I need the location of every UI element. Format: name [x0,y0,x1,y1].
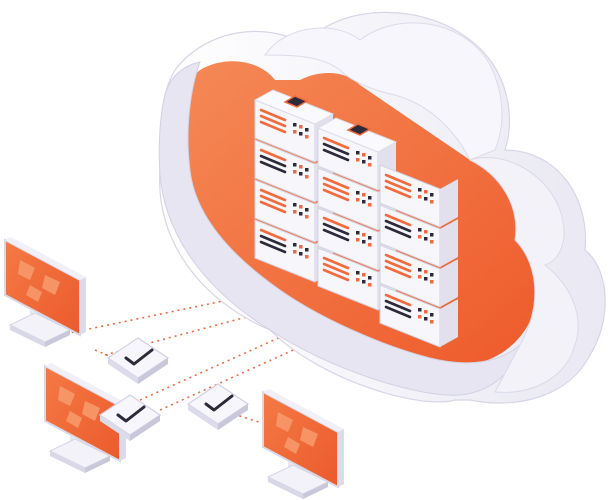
check-badge-right [186,383,250,430]
server-unit [379,164,458,228]
check-badge-icon [98,394,162,441]
monitor-icon [262,389,344,499]
monitor-right-bottom [262,389,344,499]
monitor-left-bottom [44,363,126,473]
check-badge-middle [98,394,162,441]
check-badge-icon [106,337,170,384]
check-badge-icon [186,383,250,430]
connection-line-icon [159,319,361,411]
server-unit [379,284,458,348]
server-unit [379,204,458,268]
connection-line-icon [204,404,301,436]
monitor-icon [44,363,126,473]
monitor-left-top [4,237,86,347]
check-badge-top [106,337,170,384]
server-rack-icon [253,89,458,348]
server-unit [379,244,458,308]
monitor-icon [4,237,86,347]
